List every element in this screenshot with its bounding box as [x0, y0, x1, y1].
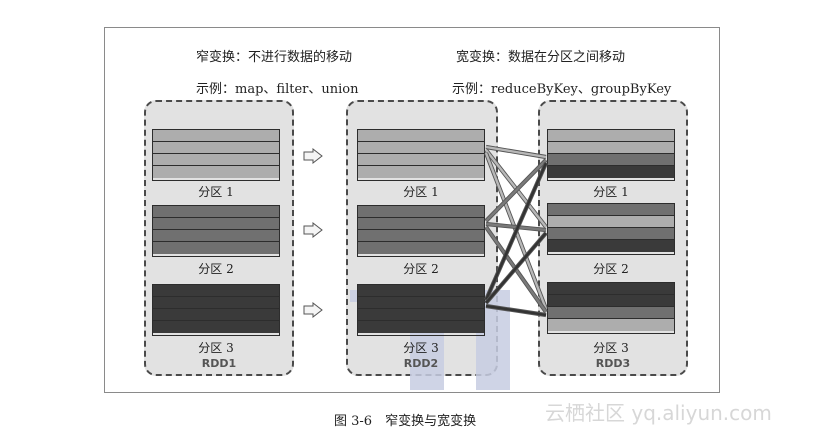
partition-row [358, 166, 484, 178]
rdd1-partition-1-label: 分区 1 [198, 185, 234, 199]
partition-row [548, 130, 674, 142]
partition-row [548, 240, 674, 252]
shuffle-line [485, 232, 547, 304]
rdd3-partition-1 [547, 129, 675, 181]
partition-row [153, 242, 279, 254]
rdd1-partition-2-label: 分区 2 [198, 262, 234, 276]
partition-row [153, 309, 279, 321]
partition-row [358, 206, 484, 218]
partition-row [548, 166, 674, 178]
partition-row [153, 218, 279, 230]
rdd1-partition-3 [152, 284, 280, 336]
narrow-arrow-3-icon [303, 302, 323, 318]
rdd2-label: RDD2 [403, 357, 439, 370]
partition-row [153, 206, 279, 218]
rdd2-partition-1-label: 分区 1 [403, 185, 439, 199]
figure-caption: 图 3-6 窄变换与宽变换 [334, 414, 477, 429]
narrow-title: 窄变换：不进行数据的移动 [196, 50, 353, 65]
partition-row [153, 285, 279, 297]
partition-row [358, 297, 484, 309]
partition-row [548, 295, 674, 307]
rdd3-partition-2-label: 分区 2 [593, 262, 629, 276]
partition-row [358, 321, 484, 333]
rdd3-partition-1-label: 分区 1 [593, 185, 629, 199]
watermark-text: 云栖社区 yq.aliyun.com [545, 401, 772, 425]
rdd2-partition-1 [357, 129, 485, 181]
wide-title: 宽变换：数据在分区之间移动 [456, 50, 626, 65]
rdd1-partition-1 [152, 129, 280, 181]
partition-row [548, 216, 674, 228]
partition-row [153, 230, 279, 242]
rdd2-partition-2 [357, 205, 485, 257]
partition-row [548, 228, 674, 240]
narrow-arrow-1-icon [303, 148, 323, 164]
partition-row [358, 130, 484, 142]
rdd3-partition-2 [547, 203, 675, 255]
partition-row [358, 309, 484, 321]
partition-row [153, 142, 279, 154]
partition-row [548, 319, 674, 331]
partition-row [548, 307, 674, 319]
partition-row [358, 242, 484, 254]
partition-row [358, 142, 484, 154]
rdd3-partition-3-label: 分区 3 [593, 341, 629, 355]
rdd2-partition-3-label: 分区 3 [403, 341, 439, 355]
figure-frame [104, 27, 720, 393]
rdd3-partition-3 [547, 282, 675, 334]
shuffle-line [485, 159, 547, 222]
shuffle-line [485, 304, 547, 317]
partition-row [358, 218, 484, 230]
shuffle-line [485, 145, 547, 159]
wide-example: 示例：reduceByKey、groupByKey [452, 82, 672, 97]
partition-row [153, 154, 279, 166]
partition-row [153, 321, 279, 333]
partition-row [358, 230, 484, 242]
partition-row [548, 283, 674, 295]
partition-row [548, 204, 674, 216]
partition-row [153, 297, 279, 309]
narrow-arrow-2-icon [303, 222, 323, 238]
rdd2-partition-2-label: 分区 2 [403, 262, 439, 276]
partition-row [153, 166, 279, 178]
partition-row [153, 130, 279, 142]
partition-row [548, 154, 674, 166]
rdd2-partition-3 [357, 284, 485, 336]
partition-row [548, 142, 674, 154]
narrow-example: 示例：map、filter、union [196, 82, 359, 97]
rdd1-label: RDD1 [201, 357, 237, 370]
rdd3-label: RDD3 [595, 357, 631, 370]
shuffle-line [484, 162, 548, 301]
rdd1-partition-2 [152, 205, 280, 257]
rdd1-partition-3-label: 分区 3 [198, 341, 234, 355]
partition-row [358, 285, 484, 297]
partition-row [358, 154, 484, 166]
